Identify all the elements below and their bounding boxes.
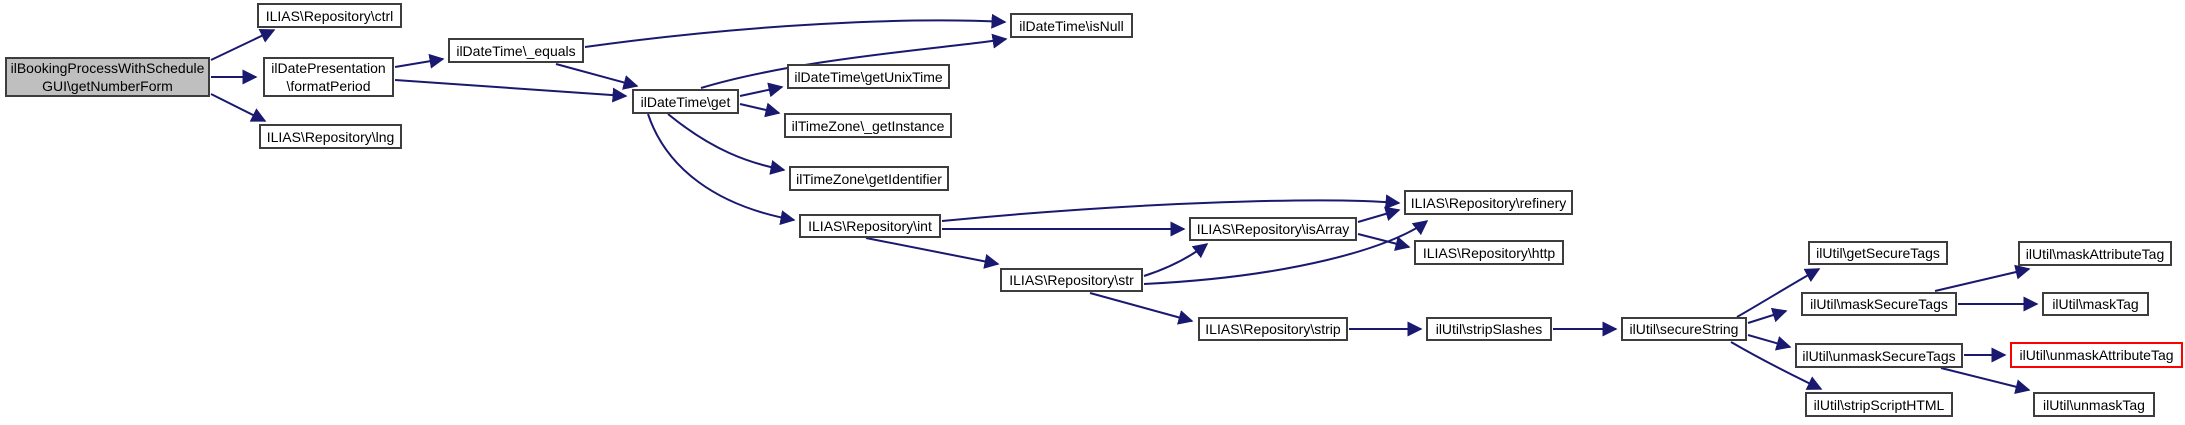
- node-repository-int[interactable]: ILIAS\Repository\int: [799, 214, 941, 238]
- node-label: ilTimeZone\_getInstance: [791, 117, 945, 134]
- edge-str-strip: [1089, 292, 1194, 325]
- node-label: ILIAS\Repository\str: [1009, 272, 1134, 288]
- node-label: ilUtil\maskTag: [2052, 296, 2139, 312]
- edge-str-isarray: [1143, 243, 1209, 277]
- edge-isarray-http: [1357, 233, 1411, 251]
- node-repository-str[interactable]: ILIAS\Repository\str: [1000, 268, 1143, 292]
- edge-get-getidentifier: [667, 113, 786, 175]
- node-label: ilTimeZone\getIdentifier: [796, 170, 942, 187]
- edge-unmasksecuretags-unmasktag: [1940, 367, 2031, 395]
- edge-get-getunixtime: [739, 82, 784, 98]
- node-repository-http[interactable]: ILIAS\Repository\http: [1414, 240, 1564, 265]
- node-label: ilUtil\stripSlashes: [1435, 321, 1543, 337]
- node-label: ilDateTime\_equals: [456, 42, 576, 59]
- node-label: ilUtil\maskAttributeTag: [2025, 245, 2165, 262]
- edge-getnumberform-lng: [210, 93, 267, 122]
- node-repository-refinery[interactable]: ILIAS\Repository\refinery: [1404, 190, 1573, 215]
- node-util-mask-tag[interactable]: ilUtil\maskTag: [2042, 292, 2149, 316]
- node-util-get-secure-tags[interactable]: ilUtil\getSecureTags: [1808, 241, 1948, 265]
- node-repository-is-array[interactable]: ILIAS\Repository\isArray: [1189, 217, 1357, 241]
- node-repository-strip[interactable]: ILIAS\Repository\strip: [1198, 317, 1348, 341]
- node-util-secure-string[interactable]: ilUtil\secureString: [1621, 317, 1747, 341]
- edge-masksecuretags-maskattributetag: [1934, 264, 2031, 292]
- node-datetime-equals[interactable]: ilDateTime\_equals: [448, 38, 584, 63]
- node-label: ilDateTime\get: [640, 93, 731, 110]
- node-datetime-is-null[interactable]: ilDateTime\isNull: [1010, 13, 1133, 38]
- edge-securestring-unmasksecuretags: [1747, 334, 1792, 351]
- node-util-strip-slashes[interactable]: ilUtil\stripSlashes: [1426, 317, 1552, 341]
- edge-get-int: [647, 113, 796, 225]
- node-label: ilUtil\getSecureTags: [1816, 245, 1940, 261]
- edge-int-str: [865, 237, 1000, 269]
- node-util-unmask-attribute-tag[interactable]: ilUtil\unmaskAttributeTag: [2010, 342, 2183, 368]
- node-date-presentation-format-period[interactable]: ilDatePresentation \formatPeriod: [263, 57, 394, 97]
- node-get-number-form[interactable]: ilBookingProcessWithSchedule GUI\getNumb…: [5, 57, 210, 97]
- edge-equals-isnull: [584, 13, 1007, 48]
- node-label: ILIAS\Repository\int: [808, 218, 932, 234]
- node-label: ilDateTime\getUnixTime: [794, 68, 943, 85]
- node-label: ilDateTime\isNull: [1019, 17, 1124, 34]
- node-label: ILIAS\Repository\ctrl: [265, 7, 394, 24]
- edge-securestring-masksecuretags: [1747, 307, 1788, 324]
- node-timezone-get-instance[interactable]: ilTimeZone\_getInstance: [784, 113, 952, 138]
- node-label: ilUtil\unmaskTag: [2043, 396, 2145, 413]
- node-label: ilUtil\stripScriptHTML: [1813, 396, 1945, 413]
- node-timezone-get-identifier[interactable]: ilTimeZone\getIdentifier: [789, 166, 949, 191]
- node-repository-ctrl[interactable]: ILIAS\Repository\ctrl: [257, 3, 402, 28]
- edge-getnumberform-ctrl: [210, 29, 276, 61]
- node-label: ilUtil\unmaskSecureTags: [1802, 347, 1956, 364]
- node-label: ilBookingProcessWithSchedule GUI\getNumb…: [10, 60, 205, 94]
- node-label: ILIAS\Repository\isArray: [1196, 221, 1350, 237]
- node-util-mask-secure-tags[interactable]: ilUtil\maskSecureTags: [1801, 292, 1957, 316]
- edge-formatperiod-equals: [394, 53, 445, 69]
- node-label: ILIAS\Repository\strip: [1205, 321, 1341, 337]
- edge-get-getinstance: [739, 102, 781, 118]
- node-label: ILIAS\Repository\refinery: [1410, 194, 1567, 211]
- node-util-unmask-secure-tags[interactable]: ilUtil\unmaskSecureTags: [1795, 343, 1963, 368]
- node-util-mask-attribute-tag[interactable]: ilUtil\maskAttributeTag: [2018, 241, 2172, 266]
- edge-formatperiod-get: [394, 79, 628, 103]
- node-datetime-get-unix-time[interactable]: ilDateTime\getUnixTime: [787, 64, 950, 89]
- edge-equals-get: [555, 63, 639, 90]
- node-label: ilUtil\secureString: [1629, 321, 1739, 337]
- edge-isarray-refinery: [1357, 206, 1401, 223]
- node-label: ilUtil\maskSecureTags: [1810, 296, 1948, 312]
- node-repository-lng[interactable]: ILIAS\Repository\lng: [259, 124, 402, 149]
- node-datetime-get[interactable]: ilDateTime\get: [632, 89, 739, 114]
- node-label: ILIAS\Repository\http: [1422, 244, 1556, 261]
- node-label: ilUtil\unmaskAttributeTag: [2019, 347, 2174, 363]
- node-util-strip-script-html[interactable]: ilUtil\stripScriptHTML: [1805, 392, 1953, 417]
- node-util-unmask-tag[interactable]: ilUtil\unmaskTag: [2033, 392, 2155, 417]
- node-label: ilDatePresentation \formatPeriod: [271, 60, 386, 94]
- node-label: ILIAS\Repository\lng: [266, 128, 395, 145]
